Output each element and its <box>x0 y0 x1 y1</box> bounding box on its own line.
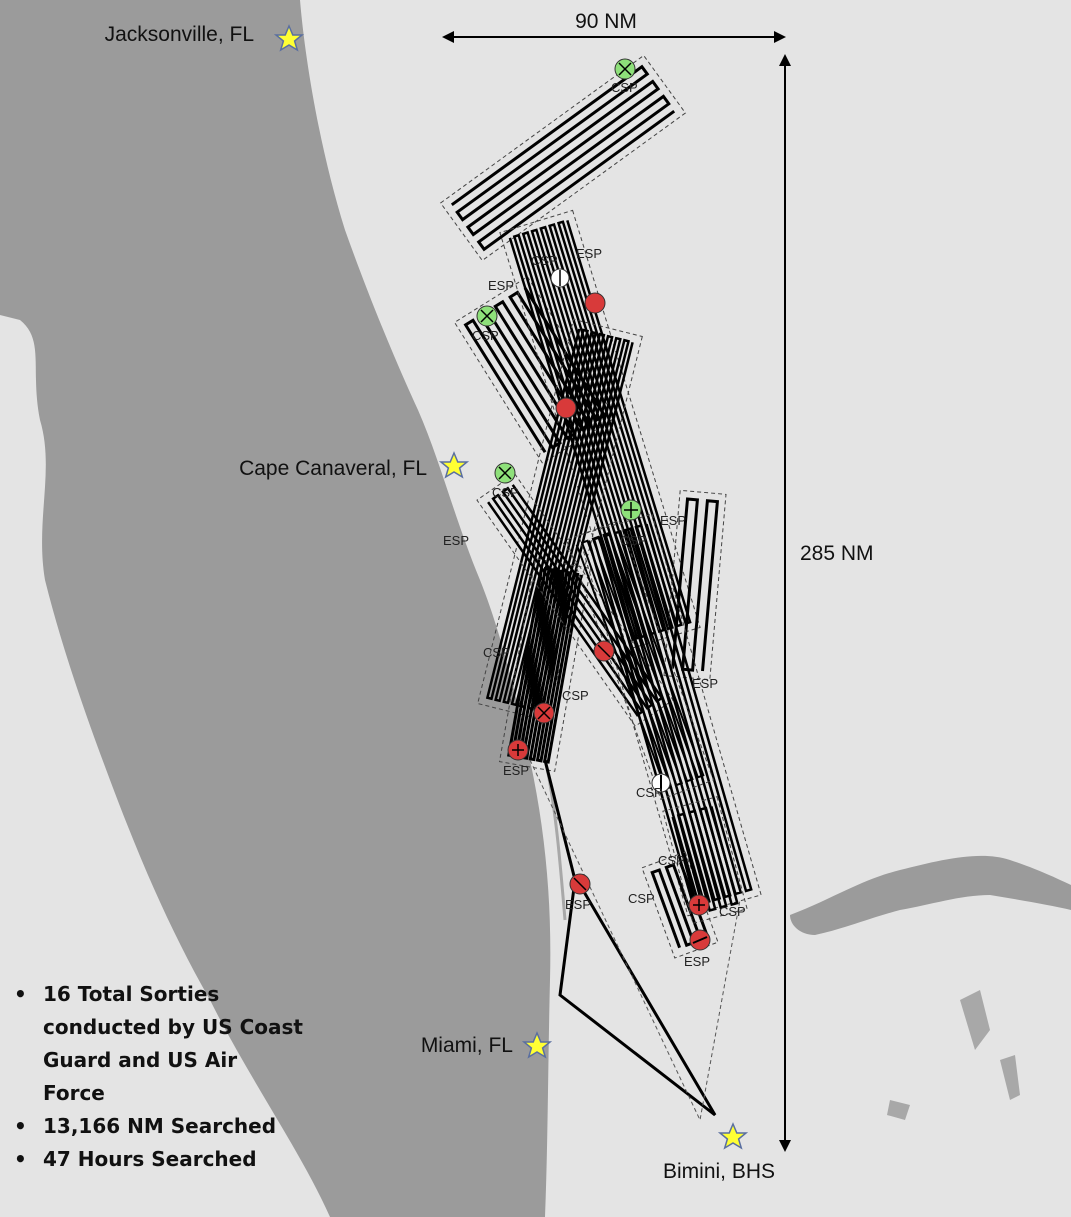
florida-landmass <box>0 0 551 1217</box>
esp-label: ESP <box>660 513 686 528</box>
cuba-landmass <box>790 855 1071 935</box>
horizontal-scale: 90 NM <box>442 10 786 43</box>
esp-marker[interactable] <box>555 397 577 419</box>
svg-text:CSP: CSP <box>620 533 647 548</box>
svg-text:CSP: CSP <box>636 785 663 800</box>
svg-text:CSP: CSP <box>472 328 499 343</box>
stat-sorties: 16 Total Sorties conducted by US Coast G… <box>14 978 304 1110</box>
search-area-boundary <box>498 558 592 772</box>
svg-text:ESP: ESP <box>503 763 529 778</box>
esp-label: ESP <box>488 278 514 293</box>
vertical-scale-label: 285 NM <box>800 542 874 565</box>
search-statistics: 16 Total Sorties conducted by US Coast G… <box>14 978 304 1176</box>
city-bimini: Bimini, BHS <box>663 1122 775 1183</box>
search-track <box>508 220 692 642</box>
esp-marker[interactable]: ESP <box>565 873 591 912</box>
search-patterns <box>439 54 762 959</box>
csp-marker[interactable]: CSP <box>620 499 647 548</box>
star-icon <box>438 451 470 479</box>
city-label: Bimini, BHS <box>663 1160 775 1183</box>
csp-marker[interactable]: CSP <box>636 773 671 800</box>
svg-text:CSP: CSP <box>531 253 558 268</box>
csp-marker[interactable]: CSP <box>492 462 519 500</box>
horizontal-scale-label: 90 NM <box>575 10 637 33</box>
esp-marker[interactable] <box>688 894 710 916</box>
search-area-boundary <box>578 513 762 917</box>
stat-hours: 47 Hours Searched <box>14 1143 304 1176</box>
csp-label: CSP <box>719 904 746 919</box>
esp-label: ESP <box>443 533 469 548</box>
search-area-boundary <box>476 473 674 727</box>
csp-marker[interactable]: CSP <box>611 58 638 95</box>
bahamas-islands <box>887 990 1020 1120</box>
search-area-boundary <box>565 520 715 800</box>
csp-marker[interactable]: CSP <box>531 253 570 288</box>
city-miami: Miami, FL <box>421 1031 553 1059</box>
csp-marker[interactable]: CSP <box>472 305 499 343</box>
city-label: Jacksonville, FL <box>105 23 254 46</box>
star-icon <box>521 1031 553 1059</box>
csp-label: CSP <box>658 853 685 868</box>
search-track <box>575 530 705 791</box>
search-area-boundary <box>439 54 687 262</box>
esp-marker[interactable]: ESP <box>684 929 711 969</box>
esp-marker[interactable]: ESP <box>576 246 606 314</box>
csp-label: CSP <box>628 891 655 906</box>
transit-track <box>543 759 717 1117</box>
city-label: Miami, FL <box>421 1034 513 1057</box>
search-track <box>671 806 739 916</box>
svg-text:ESP: ESP <box>565 897 591 912</box>
star-icon <box>717 1122 749 1150</box>
esp-marker[interactable] <box>593 640 615 662</box>
vertical-scale: 285 NM <box>779 54 874 1152</box>
esp-marker[interactable] <box>533 702 555 724</box>
esp-marker[interactable]: ESP <box>503 739 529 778</box>
transit-track-2 <box>529 759 741 1122</box>
city-cape-canaveral: Cape Canaveral, FL <box>239 451 470 480</box>
search-track <box>450 64 676 252</box>
stat-distance: 13,166 NM Searched <box>14 1110 304 1143</box>
svg-text:ESP: ESP <box>576 246 602 261</box>
esp-label: ESP <box>692 676 718 691</box>
csp-label: CSP <box>562 688 589 703</box>
svg-text:ESP: ESP <box>684 954 710 969</box>
svg-text:CSP: CSP <box>492 485 519 500</box>
search-point-markers: CSP CSP CSP CSP CSP CSP CSP CSP CSP CSP … <box>443 58 746 969</box>
csp-label: CSP <box>483 645 510 660</box>
search-area-boundary <box>663 489 727 681</box>
search-track <box>463 287 607 453</box>
search-track <box>485 328 634 713</box>
svg-text:CSP: CSP <box>611 80 638 95</box>
city-jacksonville: Jacksonville, FL <box>105 23 305 52</box>
star-icon <box>273 24 305 52</box>
search-area-boundary <box>662 796 748 924</box>
search-area-boundary <box>641 851 719 959</box>
city-label: Cape Canaveral, FL <box>239 457 427 480</box>
